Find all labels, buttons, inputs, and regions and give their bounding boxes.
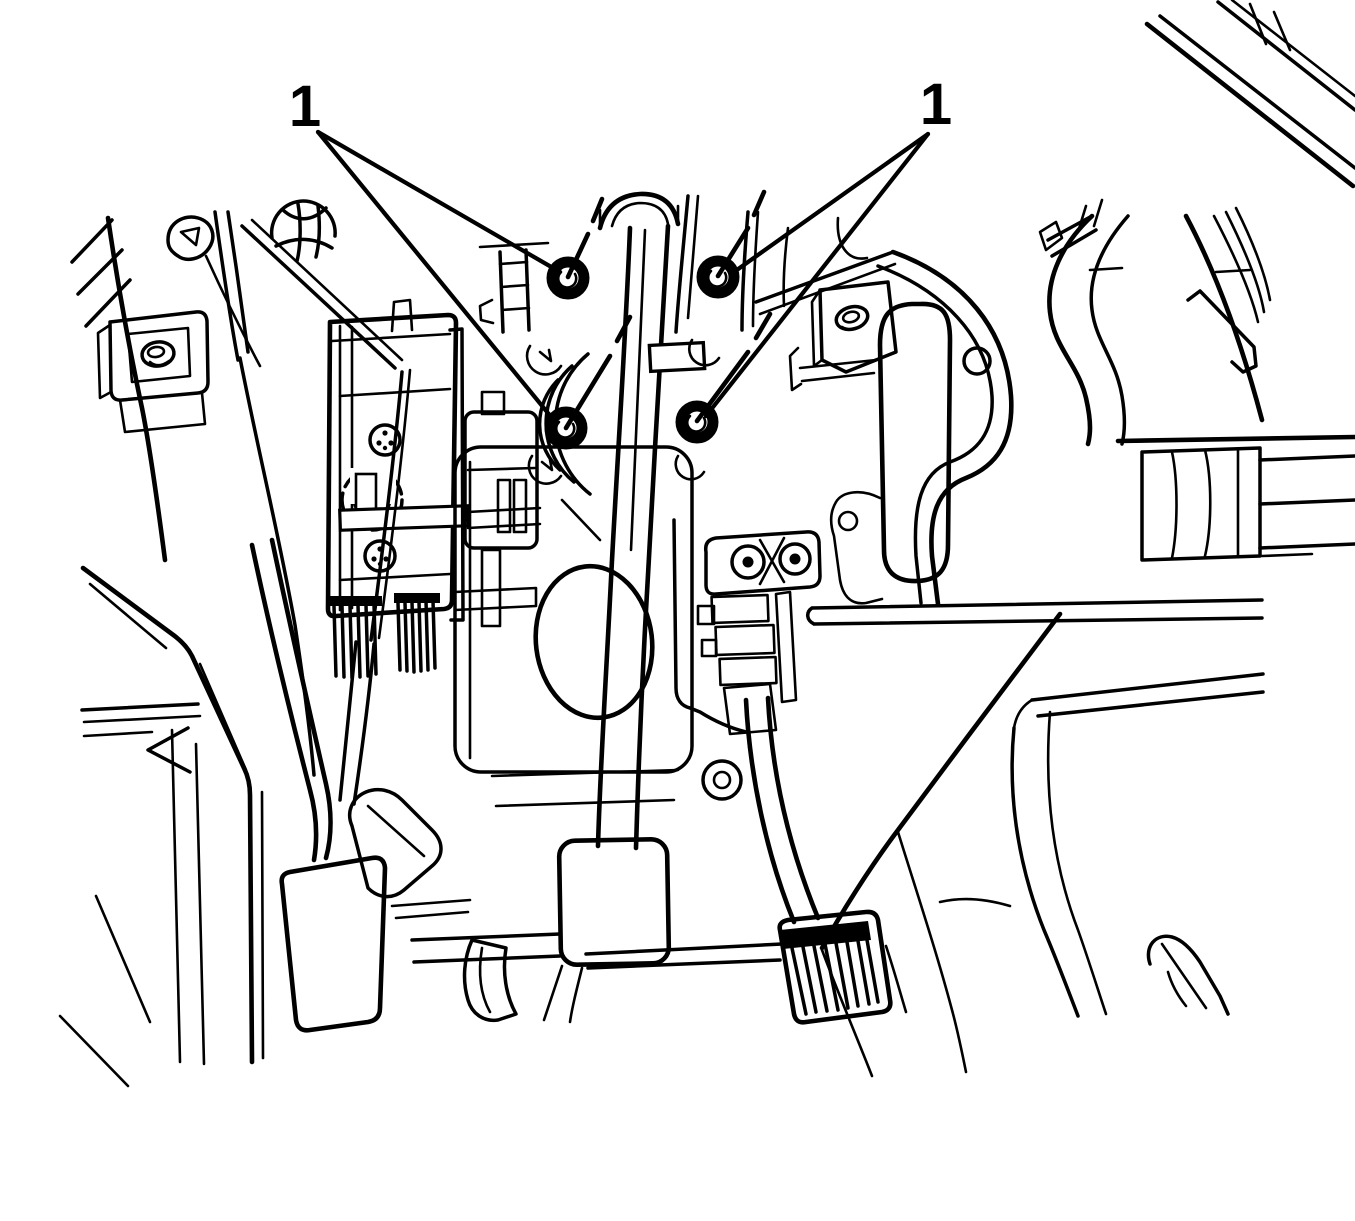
- clutch-pedal-pad: [279, 855, 388, 1033]
- pedal-bracket-nut-top-left: [525, 196, 605, 376]
- pedal-mounting-plate: [390, 445, 694, 920]
- firewall-panel: [754, 249, 1014, 607]
- leader-line: [315, 129, 563, 275]
- clutch-bracket-assembly: [325, 298, 542, 680]
- pedal-bracket-nut-top-right: [687, 189, 767, 367]
- column-ladder-bracket: [478, 241, 550, 334]
- right-pillar: [1038, 198, 1130, 447]
- leader-line: [315, 129, 555, 421]
- kick-panel-lower-left: [58, 565, 265, 1088]
- right-sill-and-crossmember: [1115, 434, 1355, 562]
- callout-left: 1: [289, 74, 563, 421]
- callout-label-right: 1: [920, 72, 952, 137]
- left-mounting-bracket: [96, 310, 210, 434]
- accelerator-pedal-pad: [777, 909, 893, 1025]
- brake-pedal-pad: [556, 837, 672, 967]
- accelerator-pedal: [672, 518, 908, 1025]
- pedal-bracket-nut-bottom-right: [674, 311, 773, 481]
- leader-line: [731, 131, 931, 275]
- callout-right: 1: [703, 72, 952, 419]
- callout-label-left: 1: [289, 74, 321, 139]
- floor-tunnel: [806, 598, 1265, 1078]
- clutch-pedal: [249, 537, 443, 1033]
- left-pillar-and-kick-panel: [70, 199, 404, 777]
- brake-pedal-pad-area: [410, 837, 784, 1024]
- fender-curves-top-right: [1144, 0, 1355, 423]
- leader-line: [703, 131, 931, 419]
- pedal-bracket-nut-bottom-left: [527, 314, 633, 485]
